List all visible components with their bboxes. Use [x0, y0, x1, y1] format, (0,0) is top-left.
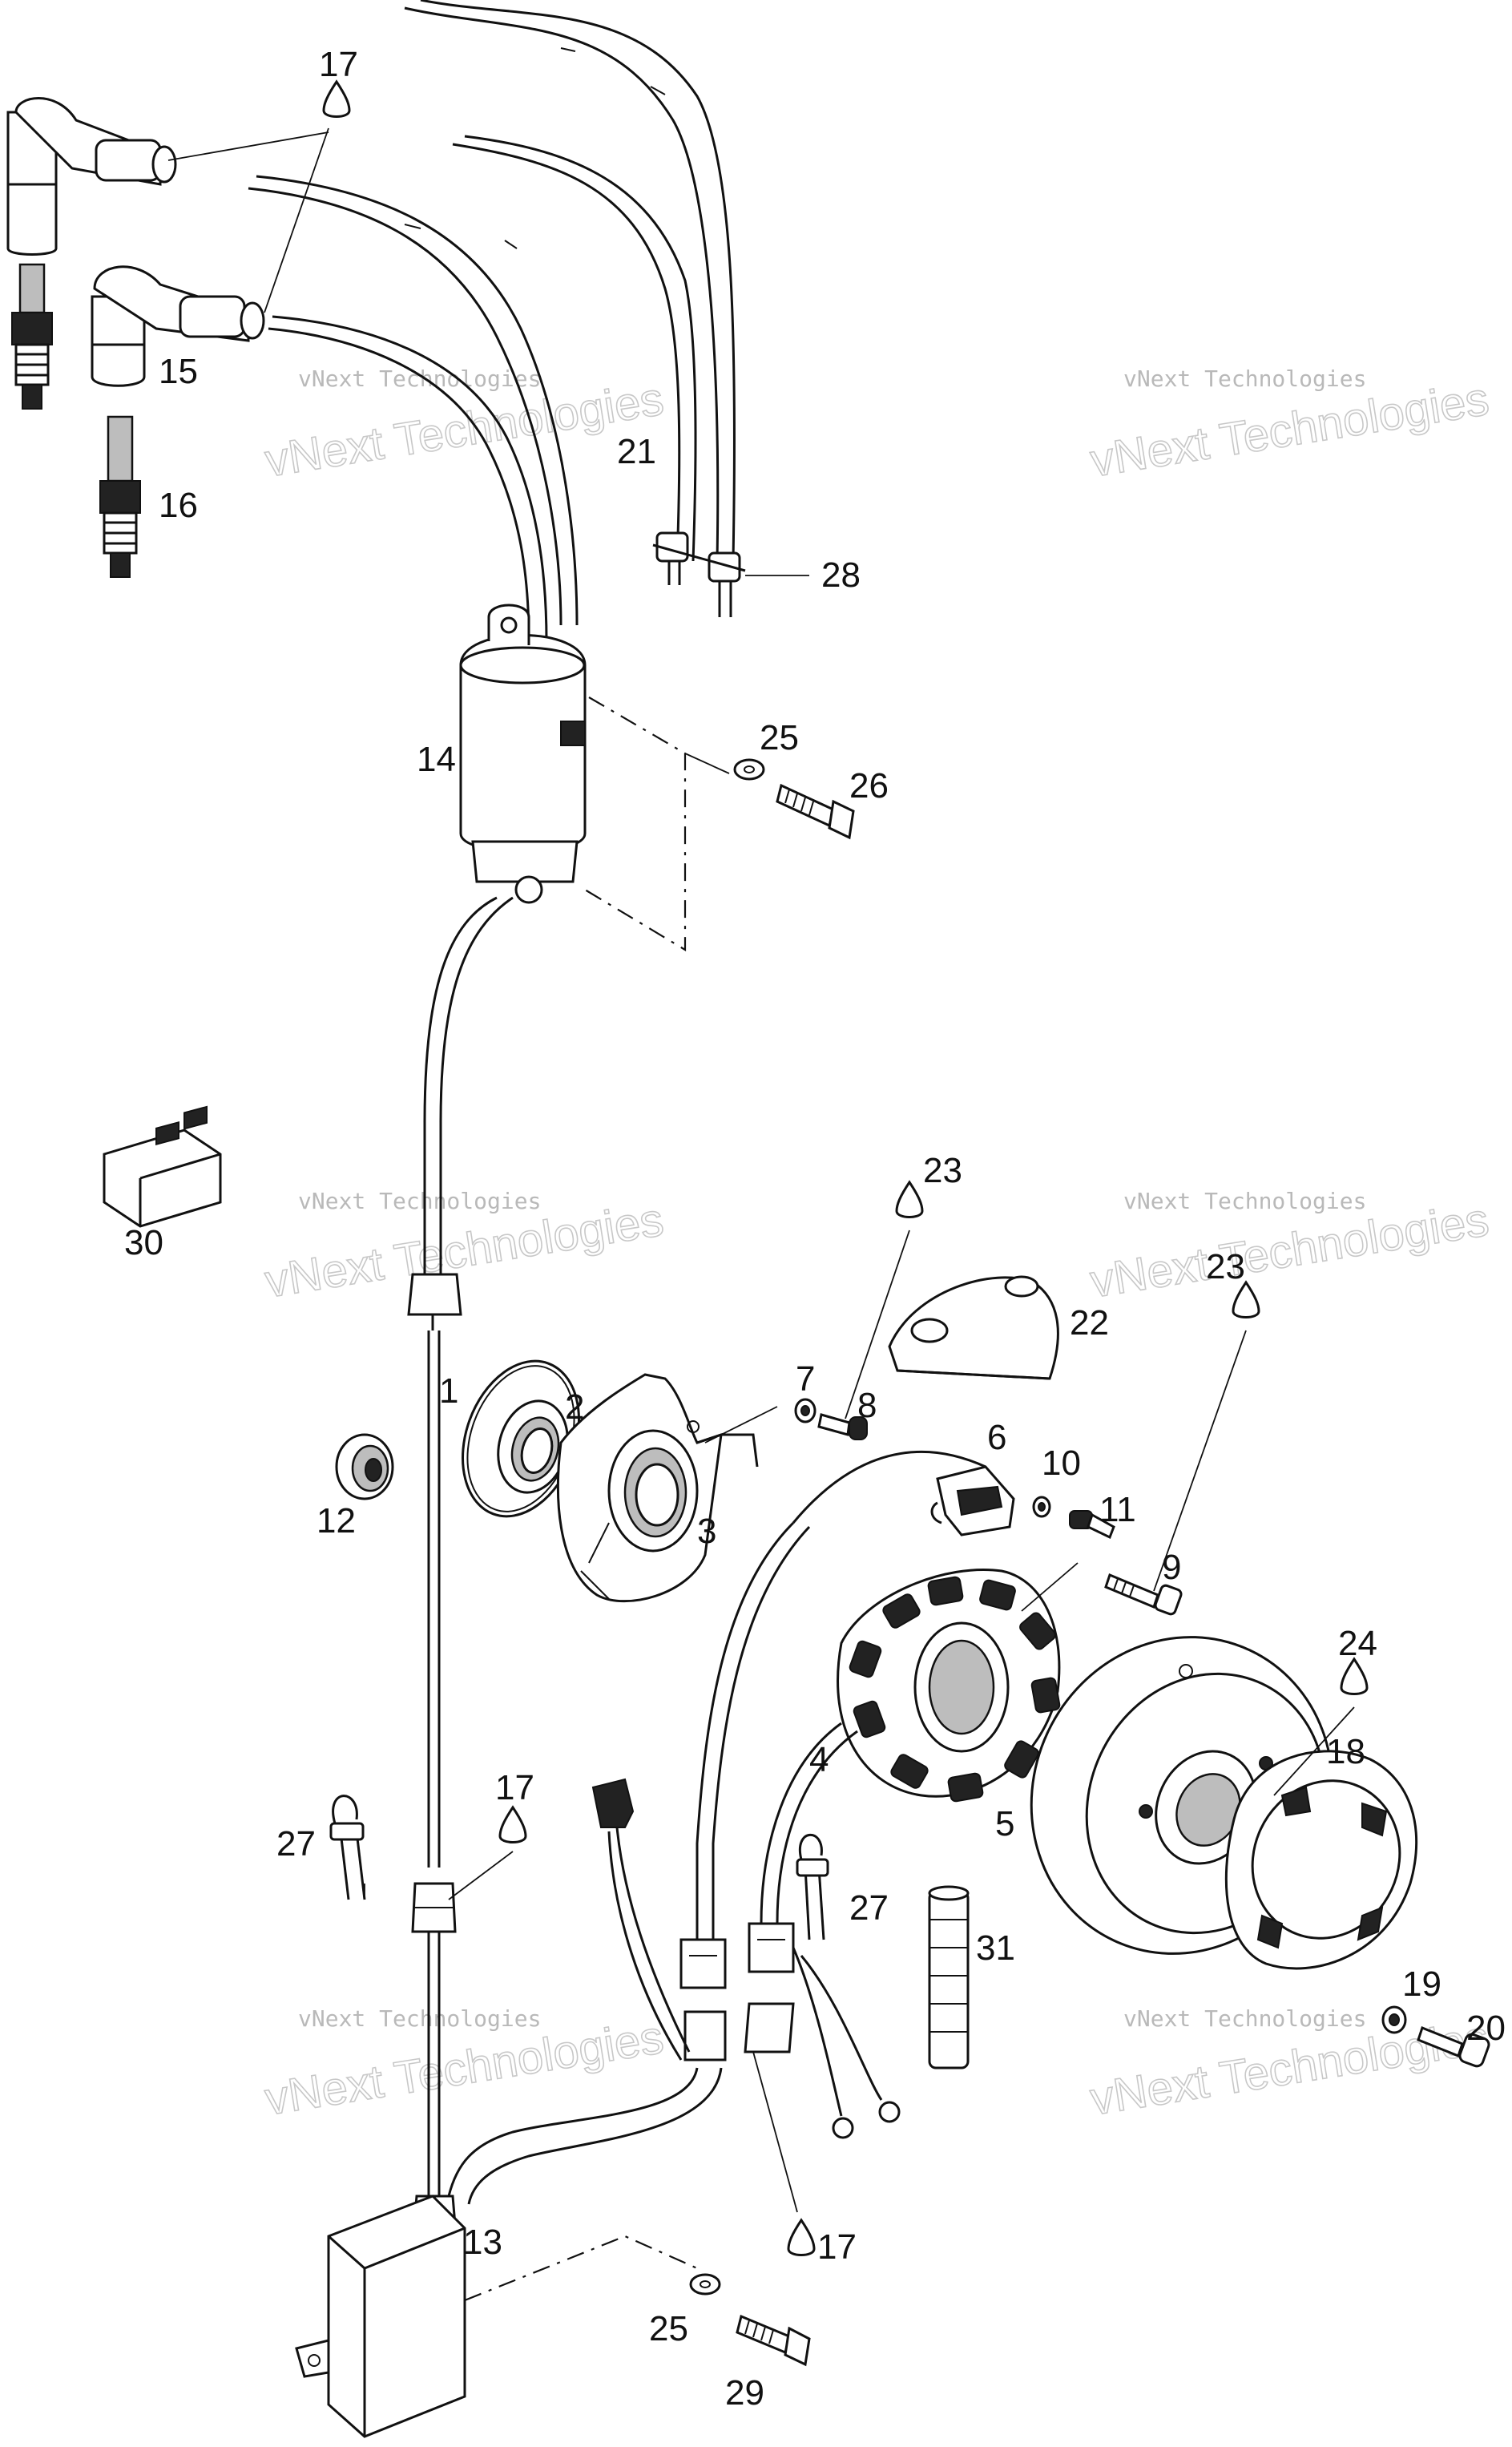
drop-icon-17-bottom — [787, 2218, 816, 2256]
callout-28: 28 — [821, 555, 861, 595]
callout-9: 9 — [1162, 1548, 1181, 1587]
drop-icon-17-mid — [498, 1805, 527, 1843]
spark-plug-left — [11, 263, 53, 410]
high-tension-wires — [248, 0, 736, 642]
callout-10: 10 — [1042, 1444, 1081, 1483]
callout-25a: 25 — [760, 718, 799, 757]
callout-13: 13 — [463, 2223, 502, 2262]
stator-harness — [447, 1521, 901, 2205]
watermark-5: vNext Technologies vNext Technologies — [261, 2005, 667, 2126]
washer-25-bottom — [689, 2273, 721, 2296]
screw-8 — [817, 1413, 868, 1440]
callout-17c: 17 — [817, 2227, 857, 2267]
callout-1: 1 — [439, 1371, 458, 1411]
stator-4 — [837, 1569, 1061, 1803]
callout-11: 11 — [1099, 1490, 1136, 1529]
cdi-mount-dashline — [464, 2235, 698, 2302]
wire-clamp — [652, 531, 746, 617]
callout-27a: 27 — [276, 1824, 316, 1864]
callout-4: 4 — [809, 1740, 829, 1779]
callout-20: 20 — [1466, 2009, 1506, 2048]
washer-19 — [1381, 2005, 1407, 2034]
watermark-2: vNext Technologies vNext Technologies — [1087, 365, 1493, 487]
callout-24: 24 — [1338, 1624, 1377, 1663]
washer-10 — [1032, 1496, 1051, 1518]
callout-18: 18 — [1326, 1732, 1365, 1771]
callout-31: 31 — [976, 1928, 1015, 1968]
bolt-26 — [776, 783, 855, 840]
sleeve-31 — [928, 1885, 970, 2069]
drop-icon-17-top — [322, 79, 351, 118]
screw-20 — [1417, 2026, 1490, 2068]
cdi-module-13 — [295, 2195, 466, 2438]
coil-bolt-lead — [684, 753, 730, 774]
callout-12: 12 — [317, 1501, 356, 1540]
drop-icon-23-left — [895, 1180, 924, 1218]
drop-icon-23-right — [1232, 1280, 1260, 1318]
main-harness-lower — [411, 1331, 458, 2246]
callout-21: 21 — [617, 432, 656, 471]
screw-11 — [1069, 1510, 1115, 1540]
callout-27b: 27 — [849, 1888, 889, 1928]
screw-9 — [1104, 1573, 1183, 1616]
watermark-3-small: vNext Technologies — [298, 1188, 541, 1214]
rotor-cover-22 — [888, 1275, 1059, 1380]
bolt-29 — [736, 2314, 811, 2367]
callout-17b: 17 — [495, 1768, 534, 1807]
spark-plug-16 — [99, 415, 141, 578]
callout-17a: 17 — [319, 45, 358, 84]
washer-7 — [794, 1398, 816, 1423]
callout-5: 5 — [995, 1804, 1014, 1843]
callout-22: 22 — [1070, 1303, 1109, 1343]
callout-labels: 17 15 16 21 28 14 25 26 30 23 23 22 1 2 … — [124, 45, 1506, 2413]
callout-29: 29 — [725, 2373, 764, 2413]
watermark-6: vNext Technologies vNext Technologies — [1087, 2005, 1493, 2126]
drop-icon-24 — [1340, 1657, 1369, 1695]
callout-6: 6 — [987, 1418, 1006, 1457]
callout-2: 2 — [565, 1387, 584, 1427]
connector-housing-30 — [103, 1105, 222, 1228]
oil-seal-2 — [497, 1399, 569, 1494]
watermark-5-small: vNext Technologies — [298, 2005, 541, 2032]
watermark-3: vNext Technologies vNext Technologies — [261, 1188, 667, 1308]
callout-19: 19 — [1402, 1964, 1441, 2004]
spark-plug-cap-15 — [91, 265, 265, 387]
callout-25b: 25 — [649, 2309, 688, 2348]
callout-3: 3 — [697, 1512, 716, 1551]
spark-plug-cap-left — [6, 97, 177, 256]
watermark-4-small: vNext Technologies — [1123, 1188, 1366, 1214]
coil-mount-dashline — [584, 697, 687, 951]
trigger-coil-6 — [792, 1450, 1015, 1536]
callout-8: 8 — [857, 1386, 877, 1425]
watermark-2-small: vNext Technologies — [1123, 365, 1366, 392]
ignition-coil — [459, 604, 587, 904]
callout-26: 26 — [849, 766, 889, 806]
ring-18 — [1224, 1750, 1418, 1970]
callout-23a: 23 — [923, 1151, 962, 1190]
callout-15: 15 — [159, 352, 198, 391]
lead-9-stator — [1021, 1562, 1079, 1612]
washer-25-top — [733, 758, 765, 781]
callout-30: 30 — [124, 1223, 163, 1262]
tie-wrap-27-left — [329, 1795, 366, 1900]
magneto-housing-3 — [557, 1373, 759, 1603]
callout-14: 14 — [417, 740, 456, 779]
leader-lines — [167, 127, 1355, 2213]
grommet-12 — [335, 1433, 394, 1500]
main-harness — [407, 896, 514, 1331]
callout-7: 7 — [796, 1359, 815, 1399]
tie-wrap-27-right — [796, 1833, 829, 1940]
watermark-4: vNext Technologies vNext Technologies — [1087, 1188, 1493, 1308]
callout-23b: 23 — [1206, 1247, 1245, 1286]
callout-16: 16 — [159, 486, 198, 525]
watermark-6-small: vNext Technologies — [1123, 2005, 1366, 2032]
watermark-1-small: vNext Technologies — [298, 365, 541, 392]
lead-7-housing — [704, 1406, 778, 1444]
